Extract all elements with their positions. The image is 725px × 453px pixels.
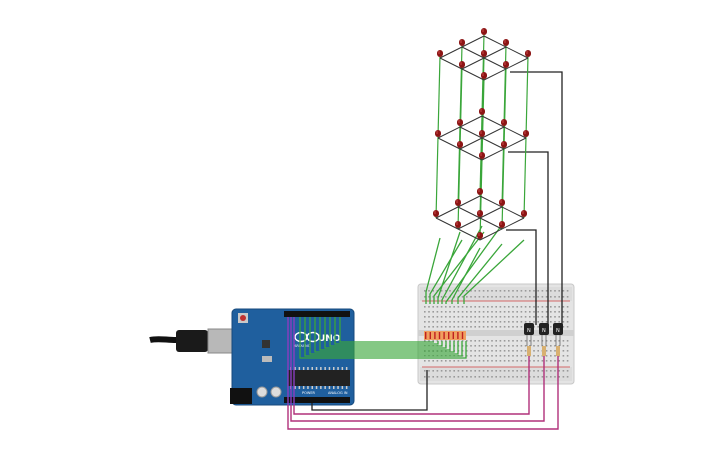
power-label: POWER <box>302 391 316 395</box>
analog-label: ANALOG IN <box>328 391 348 395</box>
transistor-label: N <box>527 328 531 334</box>
dc-jack <box>230 388 252 404</box>
led[interactable] <box>501 141 507 148</box>
led[interactable] <box>433 210 439 217</box>
wires <box>287 71 563 430</box>
led[interactable] <box>477 188 483 195</box>
led[interactable] <box>523 130 529 137</box>
led[interactable] <box>501 119 507 126</box>
magenta-wires <box>287 355 559 430</box>
led[interactable] <box>479 152 485 159</box>
breadboard[interactable] <box>417 283 575 385</box>
led[interactable] <box>455 221 461 228</box>
led-cube <box>433 28 531 241</box>
ground-wire <box>311 370 428 411</box>
led[interactable] <box>503 39 509 46</box>
crystal <box>262 356 272 362</box>
green-wires-arduino <box>299 317 467 359</box>
led[interactable] <box>499 199 505 206</box>
digital-header <box>284 311 350 317</box>
led[interactable] <box>477 210 483 217</box>
led[interactable] <box>457 141 463 148</box>
led[interactable] <box>455 199 461 206</box>
led[interactable] <box>435 130 441 137</box>
led[interactable] <box>479 108 485 115</box>
led[interactable] <box>477 232 483 239</box>
capacitor-1 <box>256 386 268 398</box>
atmega-chip <box>288 370 350 386</box>
led[interactable] <box>479 130 485 137</box>
led[interactable] <box>457 119 463 126</box>
arduino-uno-board[interactable]: UNO ARDUINO POWER ANALOG IN <box>149 308 355 406</box>
brand-text: ARDUINO <box>294 344 311 348</box>
led[interactable] <box>525 50 531 57</box>
transistor-label: N <box>542 328 546 334</box>
green-wires-cube <box>425 221 525 304</box>
led[interactable] <box>499 221 505 228</box>
led[interactable] <box>503 61 509 68</box>
led[interactable] <box>481 50 487 57</box>
transistor-label: N <box>556 328 560 334</box>
cube-layer <box>437 115 527 161</box>
transistor[interactable]: N <box>553 323 563 346</box>
resistor-array[interactable] <box>424 331 466 340</box>
cube-layer <box>435 195 525 241</box>
led[interactable] <box>459 61 465 68</box>
voltage-regulator <box>262 340 270 348</box>
purple-wires <box>287 317 295 405</box>
transistor[interactable]: N <box>539 323 549 346</box>
power-header <box>284 397 350 403</box>
usb-plug <box>176 330 208 352</box>
cube-layer <box>439 35 529 81</box>
capacitor-2 <box>270 386 282 398</box>
base-resistors <box>527 346 560 356</box>
led[interactable] <box>481 28 487 35</box>
led[interactable] <box>521 210 527 217</box>
transistor[interactable]: N <box>524 323 534 346</box>
led[interactable] <box>481 72 487 79</box>
led[interactable] <box>437 50 443 57</box>
led[interactable] <box>459 39 465 46</box>
usb-cable <box>149 336 177 343</box>
